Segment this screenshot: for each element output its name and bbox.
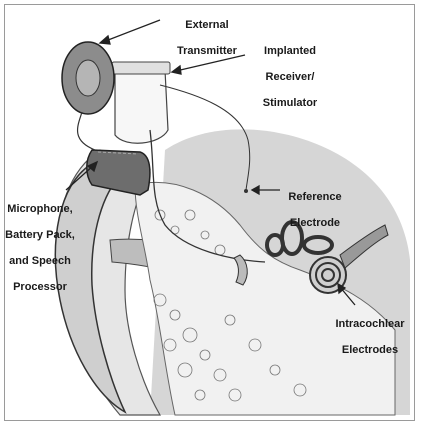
cochlea <box>309 256 347 294</box>
electrode-lead <box>149 129 266 263</box>
label-external-transmitter: External Transmitter <box>177 19 237 57</box>
auditory-nerve <box>339 224 389 269</box>
pointer-arrows <box>65 19 356 306</box>
speech-processor <box>86 149 151 196</box>
bone-cells <box>153 209 307 402</box>
label-microphone-battery-processor: Microphone, Battery Pack, and Speech Pro… <box>5 203 75 293</box>
receiver-body <box>114 69 169 144</box>
outer-ear <box>54 164 127 414</box>
label-implanted-receiver: Implanted Receiver/ Stimulator <box>262 45 318 109</box>
semicircular-canals <box>265 220 334 257</box>
label-intracochlear-electrodes: Intracochlear Electrodes <box>335 318 405 356</box>
transmitter-cable <box>77 111 96 151</box>
ossicles <box>233 254 248 286</box>
reference-lead <box>159 84 251 191</box>
label-reference-electrode: Reference Electrode <box>288 191 342 229</box>
